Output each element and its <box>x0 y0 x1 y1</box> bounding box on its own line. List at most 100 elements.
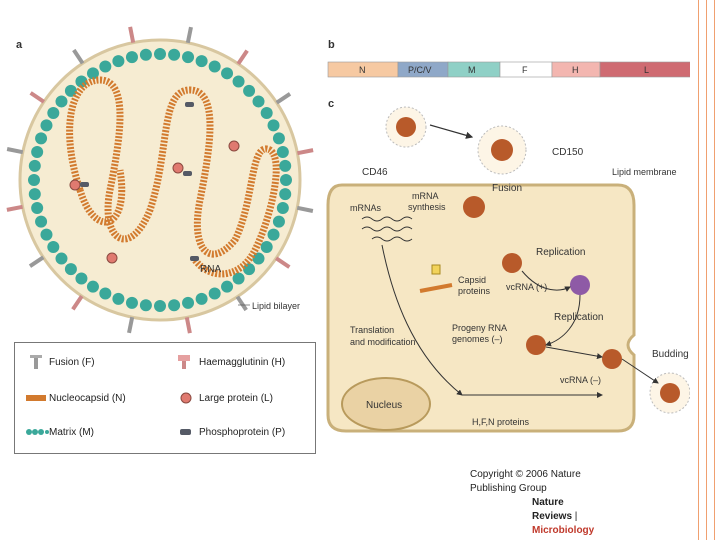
fusion-spike <box>127 316 135 334</box>
free-virion-1 <box>385 106 427 148</box>
matrix-bead <box>35 132 48 145</box>
fusion-spike <box>72 48 85 65</box>
legend-box: Fusion (F) Haemagglutinin (H) Nucleocaps… <box>14 342 316 454</box>
vcrna-minus-label: vcRNA (–) <box>560 375 601 385</box>
progeny-label-2: genomes (–) <box>452 334 503 344</box>
budded-virion <box>649 372 691 414</box>
fusion-spike <box>235 295 248 312</box>
copyright-block: Copyright © 2006 Nature Publishing Group… <box>470 468 594 538</box>
matrix-bead <box>195 55 208 68</box>
legend-phosphoprotein: Phosphoprotein (P) <box>199 427 286 438</box>
haemagglutinin-spike <box>275 256 291 269</box>
matrix-bead <box>125 296 138 309</box>
flow-arrow-e <box>545 346 603 360</box>
matrix-bead <box>154 300 166 312</box>
virion-diagram: a RNA Lipid bilayer <box>6 26 314 334</box>
matrix-bead <box>182 296 195 309</box>
mrnas-label: mRNAs <box>350 203 381 213</box>
legend-large-protein-icon <box>180 392 192 404</box>
border-line-3 <box>714 0 715 540</box>
matrix-bead <box>55 252 68 265</box>
flow-arrow-c <box>521 270 571 292</box>
fusion-spike <box>296 205 314 213</box>
matrix-bead <box>272 132 285 145</box>
matrix-bead <box>221 280 234 293</box>
matrix-ring <box>28 48 292 312</box>
progeny-label-1: Progeny RNA <box>452 323 507 333</box>
matrix-bead <box>243 84 256 97</box>
haemagglutinin-spike <box>297 148 314 156</box>
entering-nucleocapsid <box>463 196 485 218</box>
matrix-bead <box>28 188 41 201</box>
fusion-spike <box>185 26 193 44</box>
matrix-bead <box>40 228 53 241</box>
mrna-synthesis-label-1: mRNA <box>412 191 439 201</box>
segment-label-f: F <box>522 65 528 75</box>
phosphoprotein-icon <box>190 256 199 261</box>
cd46-label: CD46 <box>362 167 388 178</box>
matrix-bead <box>86 67 99 80</box>
segment-label-l: L <box>644 65 649 75</box>
matrix-bead <box>139 299 152 312</box>
matrix-bead <box>86 280 99 293</box>
large-protein-icon <box>69 179 81 191</box>
large-protein-icon <box>172 162 184 174</box>
matrix-bead <box>232 272 245 285</box>
journal-name: Nature Reviews <box>532 497 573 522</box>
matrix-bead <box>75 272 88 285</box>
capsid-label-2: proteins <box>458 286 491 296</box>
matrix-bead <box>279 159 292 172</box>
phosphoprotein-icon <box>183 171 192 176</box>
capsid-label-1: Capsid <box>458 275 486 285</box>
translation-label-1: Translation <box>350 325 394 335</box>
segment-label-pcv: P/C/V <box>408 65 432 75</box>
legend-nucleocapsid: Nucleocapsid (N) <box>49 393 126 404</box>
matrix-bead <box>232 75 245 88</box>
journal-section: Microbiology <box>532 525 595 536</box>
matrix-bead <box>99 60 112 73</box>
matrix-bead <box>154 48 166 60</box>
legend-haemagglutinin: Haemagglutinin (H) <box>199 357 286 368</box>
haemagglutinin-spike <box>71 295 84 311</box>
translation-label-2: and modification <box>350 337 416 347</box>
matrix-bead <box>208 60 221 73</box>
envelope-spikes <box>6 26 314 334</box>
matrix-bead <box>279 188 292 201</box>
panel-a-label: a <box>16 39 23 51</box>
mrna-synthesis-label-2: synthesis <box>408 202 446 212</box>
border-line-1 <box>698 0 699 540</box>
segment-label-n: N <box>359 65 366 75</box>
matrix-bead <box>125 51 138 64</box>
haemagglutinin-spike <box>128 26 136 43</box>
panel-c-label: c <box>328 98 334 110</box>
matrix-bead <box>260 106 273 119</box>
legend-matrix: Matrix (M) <box>49 427 94 438</box>
matrix-bead <box>35 215 48 228</box>
legend-fusion: Fusion (F) <box>49 357 95 368</box>
matrix-bead <box>47 106 60 119</box>
large-protein-icon <box>106 252 118 264</box>
mrna-wave-2 <box>361 226 413 232</box>
lipid-bilayer-label: Lipid bilayer <box>252 301 300 311</box>
phosphoprotein-icon <box>185 102 194 107</box>
matrix-bead <box>272 215 285 228</box>
entry-arrow <box>429 124 474 139</box>
journal-separator: | <box>572 511 578 522</box>
hfn-proteins-label: H,F,N proteins <box>472 417 530 427</box>
matrix-bead <box>267 119 280 132</box>
matrix-bead <box>260 241 273 254</box>
fusion-label: Fusion <box>492 183 522 194</box>
matrix-bead <box>195 292 208 305</box>
nucleus-label: Nucleus <box>366 400 402 411</box>
legend-phosphoprotein-icon <box>180 429 191 435</box>
replication-mid-label: Replication <box>554 312 603 323</box>
capsid-protein-marker <box>431 264 441 275</box>
vcrna-plus-label: vcRNA (+) <box>506 282 547 292</box>
panel-b-label: b <box>328 39 335 51</box>
matrix-bead <box>40 119 53 132</box>
matrix-bead <box>28 159 41 172</box>
matrix-bead <box>99 287 112 300</box>
replication-complex-2 <box>570 275 590 295</box>
matrix-bead <box>168 299 181 312</box>
haemagglutinin-spike <box>236 49 249 65</box>
